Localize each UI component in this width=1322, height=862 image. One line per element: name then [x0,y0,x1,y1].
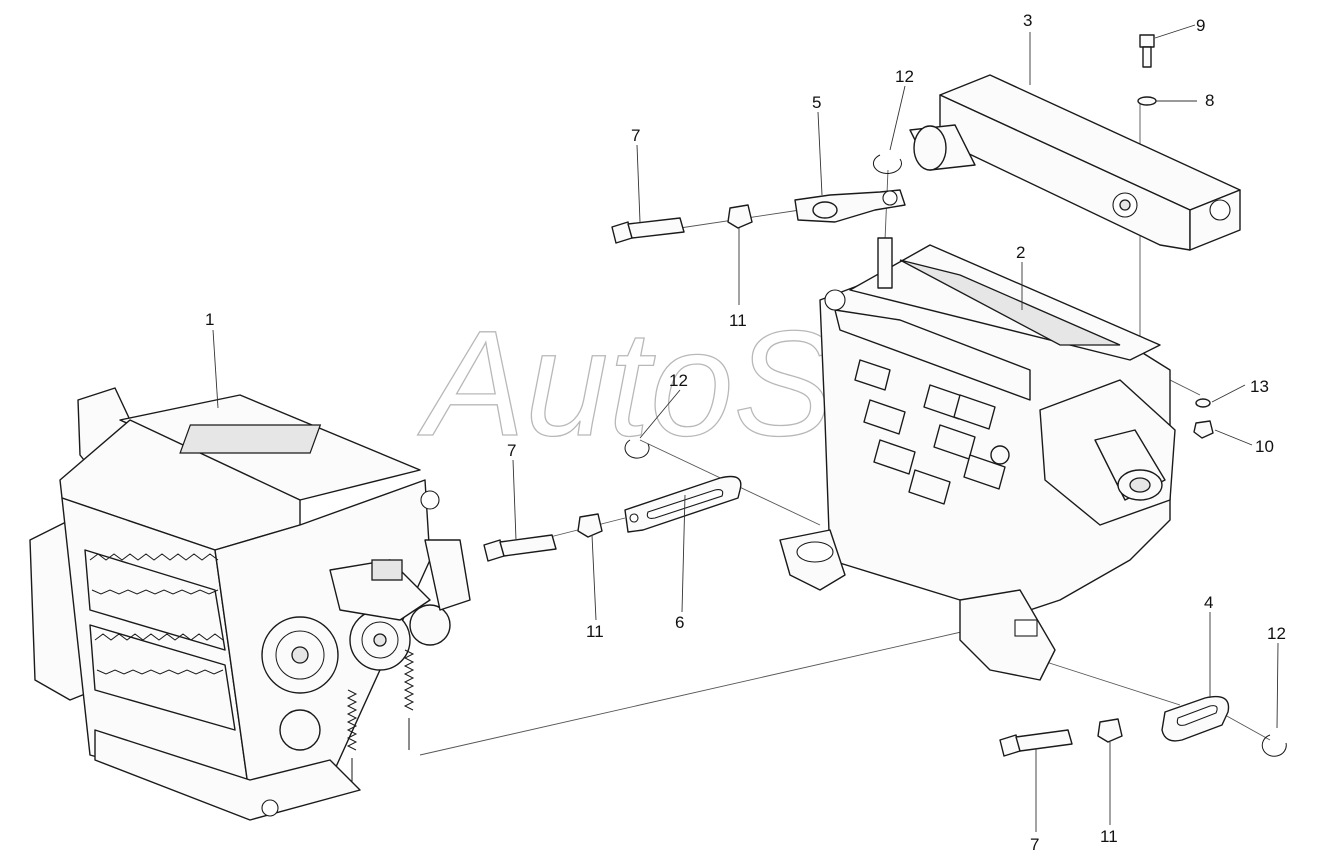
callout-6: 6 [675,613,684,632]
circlip-part-12-top [873,154,902,174]
hammer-blades [854,359,1006,505]
bolt-part-7-bottom [999,729,1073,757]
rotor-drums [84,549,236,731]
callout-11-bottom: 11 [1100,827,1118,846]
nut-part-11-top [727,204,753,229]
pivot-pin [877,237,893,289]
washer-part-8 [1137,96,1157,106]
lever-arm-part-5 [794,189,906,223]
bolt-part-7-mid [483,534,557,562]
nut-part-10 [1193,420,1214,439]
callout-labels: 1 2 3 4 5 6 7 7 7 8 9 10 11 11 11 12 12 … [205,11,1286,854]
callout-10: 10 [1255,437,1274,456]
link-bar-part-6 [624,475,742,533]
callout-3: 3 [1023,11,1032,30]
callout-4: 4 [1204,593,1213,612]
nut-part-11-mid [577,513,603,538]
rotor-frame-part-2 [779,244,1176,681]
callout-leaders [212,24,1279,832]
callout-7-mid: 7 [507,441,516,460]
callout-11-mid: 11 [586,622,604,641]
callout-7-bottom: 7 [1030,835,1039,854]
callout-9: 9 [1196,16,1205,35]
callout-12-bottom: 12 [1267,624,1286,643]
washer-part-13 [1195,398,1211,408]
housing-assembly-part-1 [29,387,471,821]
callout-12-mid: 12 [669,371,688,390]
top-cover-part-3 [909,74,1241,251]
callout-5: 5 [812,93,821,112]
bolt-part-9 [1139,34,1155,68]
callout-12-top: 12 [895,67,914,86]
nut-part-11-bottom [1097,718,1123,743]
callout-1: 1 [205,310,214,329]
callout-8: 8 [1205,91,1214,110]
callout-2: 2 [1016,243,1025,262]
gear-train [261,539,471,751]
circlip-part-12-mid [624,439,650,459]
circlip-part-12-bottom [1261,734,1287,757]
bolt-part-7-top [611,217,685,244]
callout-7-top: 7 [631,126,640,145]
link-bar-part-4 [1161,695,1230,742]
callout-13: 13 [1250,377,1269,396]
callout-11-top: 11 [729,311,747,330]
